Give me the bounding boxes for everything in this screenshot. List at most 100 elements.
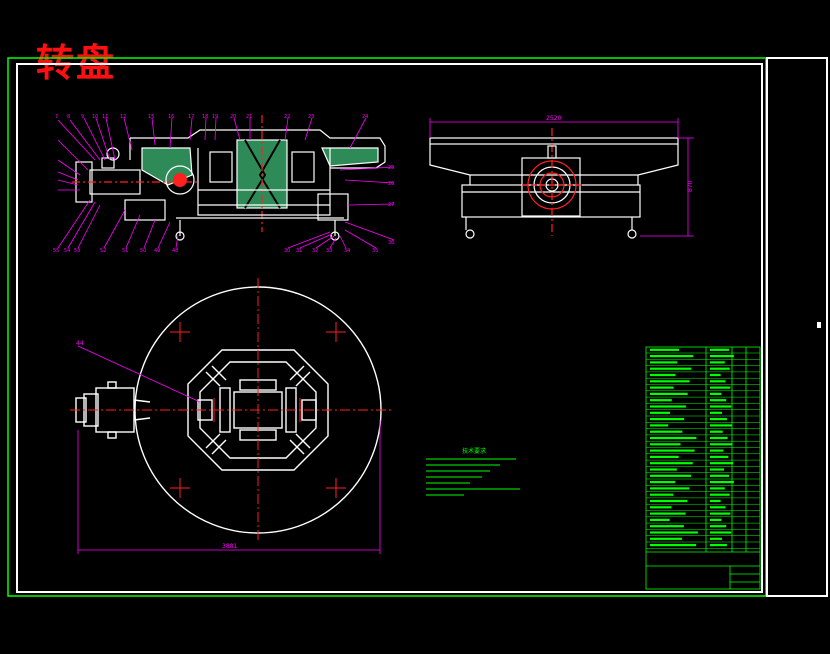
section-leaders xyxy=(57,117,395,249)
svg-text:31: 31 xyxy=(296,248,302,254)
parts-row-text xyxy=(710,462,734,465)
svg-text:49: 49 xyxy=(154,248,160,254)
parts-row-text xyxy=(650,455,679,458)
parts-row-text xyxy=(650,525,684,528)
svg-text:54: 54 xyxy=(64,248,70,254)
side-view-width-dim: 2520 xyxy=(546,115,561,122)
svg-text:15: 15 xyxy=(148,114,154,120)
base-diameter-dim: 3881 xyxy=(222,543,237,550)
parts-row-text xyxy=(650,392,688,395)
parts-row-text xyxy=(650,537,682,540)
side-view xyxy=(429,128,679,239)
parts-row-text xyxy=(650,499,688,503)
parts-list xyxy=(645,346,761,590)
parts-row-text xyxy=(650,355,694,358)
parts-row-text xyxy=(650,380,690,383)
parts-row-text xyxy=(650,399,672,402)
top-view-dimensions xyxy=(77,345,381,554)
svg-text:36: 36 xyxy=(388,240,394,246)
svg-text:7: 7 xyxy=(55,114,58,120)
side-view-dimensions xyxy=(429,118,694,237)
parts-row-text xyxy=(710,418,727,421)
parts-row-text xyxy=(650,430,683,433)
parts-row-text xyxy=(650,481,676,484)
parts-row-text xyxy=(650,418,685,421)
svg-text:24: 24 xyxy=(362,114,368,120)
parts-row-text xyxy=(650,348,679,351)
svg-text:51: 51 xyxy=(122,248,128,254)
parts-row-text xyxy=(650,373,676,377)
technical-notes: 技术要求 xyxy=(462,447,486,455)
svg-text:53: 53 xyxy=(74,248,80,254)
svg-text:27: 27 xyxy=(388,202,394,208)
svg-text:21: 21 xyxy=(246,114,252,120)
callout-44: 44 xyxy=(76,340,84,347)
parts-row-text xyxy=(710,386,731,389)
svg-text:34: 34 xyxy=(344,248,350,254)
svg-text:8: 8 xyxy=(67,114,70,120)
svg-text:48: 48 xyxy=(172,248,178,254)
notes-lines xyxy=(426,458,520,496)
top-view-centerlines xyxy=(70,278,392,540)
svg-text:26: 26 xyxy=(388,181,394,187)
side-view-height-dim: 870 xyxy=(687,180,694,192)
drawing-title: 转盘 xyxy=(36,40,117,85)
svg-text:12: 12 xyxy=(120,114,126,120)
parts-row-text xyxy=(710,544,727,547)
svg-text:32: 32 xyxy=(312,248,318,254)
parts-rows xyxy=(646,352,760,549)
parts-row-text xyxy=(710,430,723,433)
parts-row-text xyxy=(650,462,693,465)
notes-heading: 技术要求 xyxy=(462,447,486,455)
parts-row-text xyxy=(710,436,728,440)
parts-row-text xyxy=(710,481,734,484)
parts-row-text xyxy=(710,455,729,458)
svg-text:18: 18 xyxy=(202,114,208,120)
parts-row-text xyxy=(710,392,722,395)
parts-row-text xyxy=(650,487,690,490)
parts-row-text xyxy=(710,348,729,351)
parts-row-text xyxy=(710,468,725,471)
svg-text:23: 23 xyxy=(308,114,314,120)
parts-row-text xyxy=(650,436,697,440)
svg-text:22: 22 xyxy=(284,114,290,120)
parts-row-text xyxy=(650,544,697,547)
parts-row-text xyxy=(710,518,722,521)
parts-row-text xyxy=(710,525,727,528)
parts-row-text xyxy=(710,499,721,503)
svg-text:33: 33 xyxy=(326,248,332,254)
parts-row-text xyxy=(650,531,698,534)
parts-row-text xyxy=(710,373,721,377)
parts-row-text xyxy=(650,443,681,446)
parts-row-text xyxy=(710,537,722,540)
svg-text:16: 16 xyxy=(168,114,174,120)
strip-mark xyxy=(817,322,821,328)
parts-row-text xyxy=(710,424,732,427)
parts-row-text xyxy=(650,361,678,364)
parts-row-text xyxy=(710,506,726,509)
parts-row-text xyxy=(710,449,724,452)
svg-text:25: 25 xyxy=(388,165,394,171)
parts-row-text xyxy=(650,424,669,427)
parts-row-text xyxy=(650,367,692,370)
parts-row-text xyxy=(650,493,674,496)
parts-row-text xyxy=(710,512,731,515)
front-section-view xyxy=(72,115,386,241)
svg-text:10: 10 xyxy=(92,114,98,120)
parts-row-text xyxy=(710,355,734,358)
parts-row-text xyxy=(650,405,686,408)
parts-row-text xyxy=(650,449,695,452)
parts-row-text xyxy=(710,361,725,364)
parts-row-text xyxy=(710,405,732,408)
parts-row-text xyxy=(650,518,670,521)
svg-text:50: 50 xyxy=(140,248,146,254)
outer-frame xyxy=(7,57,767,597)
svg-text:9: 9 xyxy=(81,114,84,120)
svg-text:55: 55 xyxy=(53,248,59,254)
parts-row-text xyxy=(710,443,733,446)
svg-text:35: 35 xyxy=(372,248,378,254)
parts-row-text xyxy=(650,512,686,515)
svg-text:19: 19 xyxy=(212,114,218,120)
